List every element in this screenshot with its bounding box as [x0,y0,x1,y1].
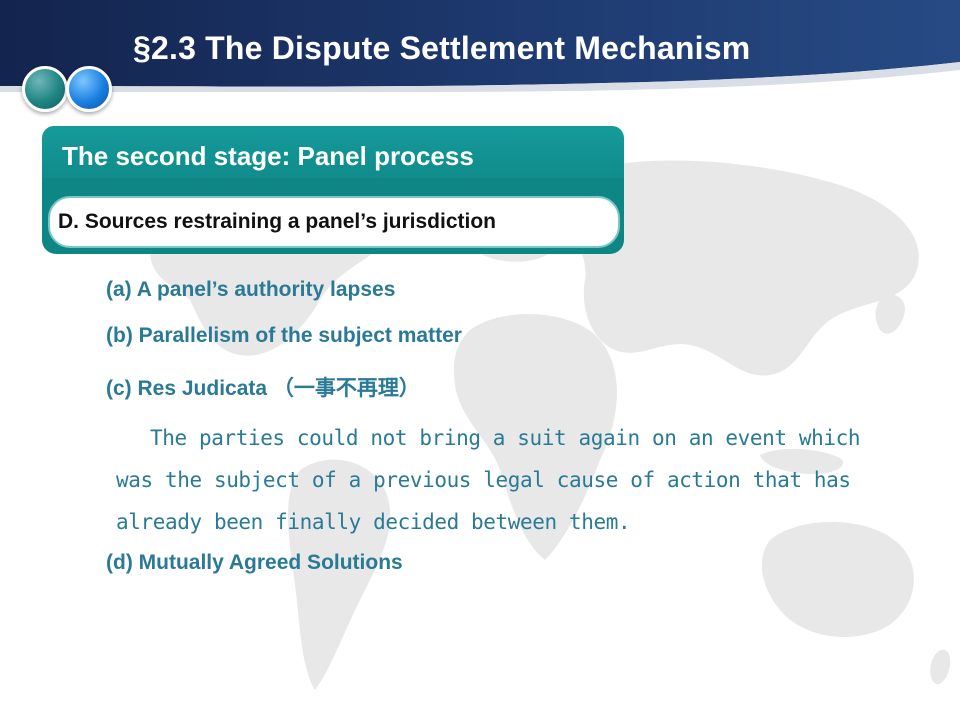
explanation-text: The parties could not bring a suit again… [116,426,861,534]
list-item: (d) Mutually Agreed Solutions [106,551,403,574]
section-title: D. Sources restraining a panel’s jurisdi… [58,210,497,233]
res-judicata-explanation: The parties could not bring a suit again… [116,417,906,543]
teal-circle-icon [22,66,68,112]
list-item: (c) Res Judicata （一事不再理） [106,377,420,400]
section-pill [48,196,620,248]
list-item: (b) Parallelism of the subject matter [106,324,462,347]
header-banner [0,0,960,92]
blue-circle-icon [66,66,112,112]
list-item: (a) A panel’s authority lapses [106,278,396,301]
slide-title: §2.3 The Dispute Settlement Mechanism [133,30,751,66]
stage-title: The second stage: Panel process [62,141,474,171]
